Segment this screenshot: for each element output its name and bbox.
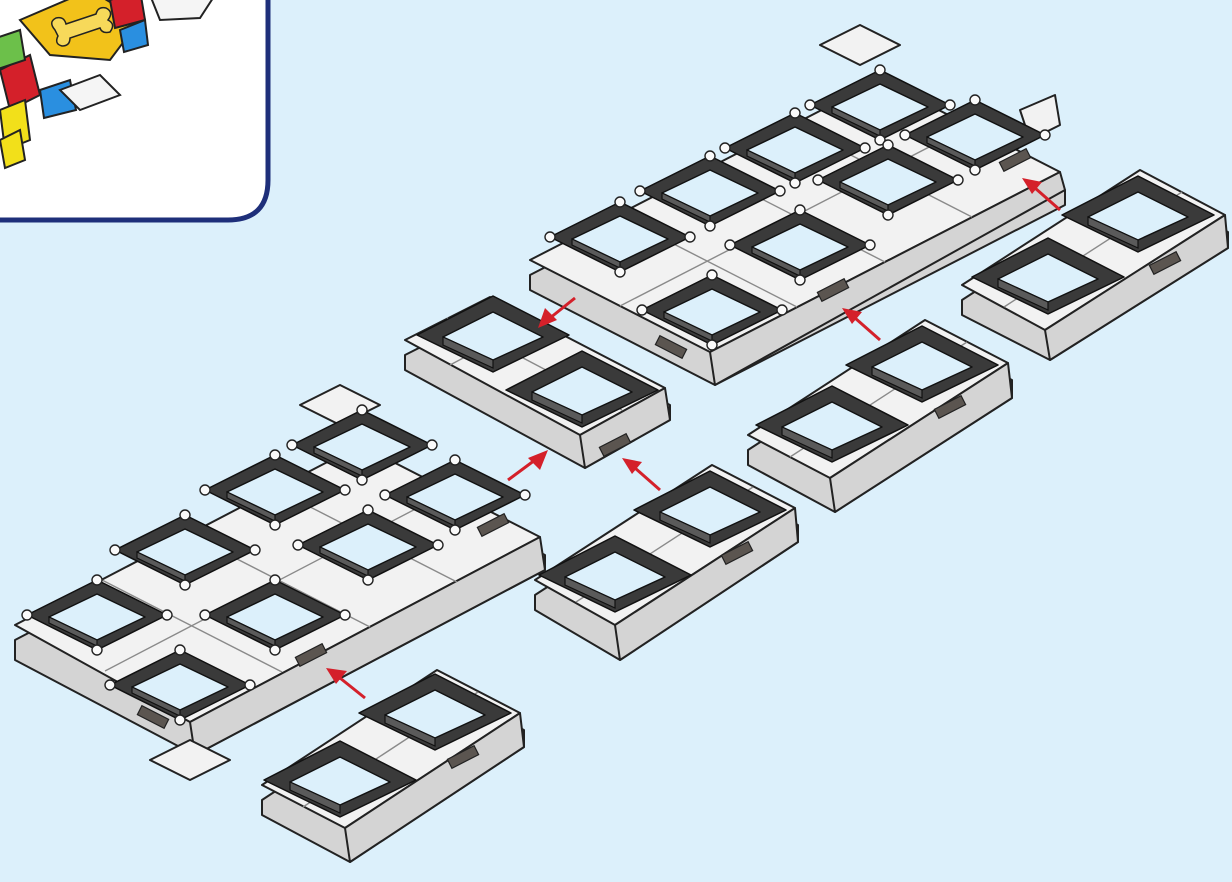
center-small-plate — [535, 465, 798, 660]
center-right-small-plate — [748, 320, 1012, 512]
upper-large-baseplate — [530, 25, 1065, 385]
arrow-center-to-middle — [622, 458, 660, 490]
inset-panel — [0, 0, 268, 220]
arrow-middle-to-lower — [508, 450, 548, 480]
arrow-center-right-to-upper — [842, 308, 880, 340]
